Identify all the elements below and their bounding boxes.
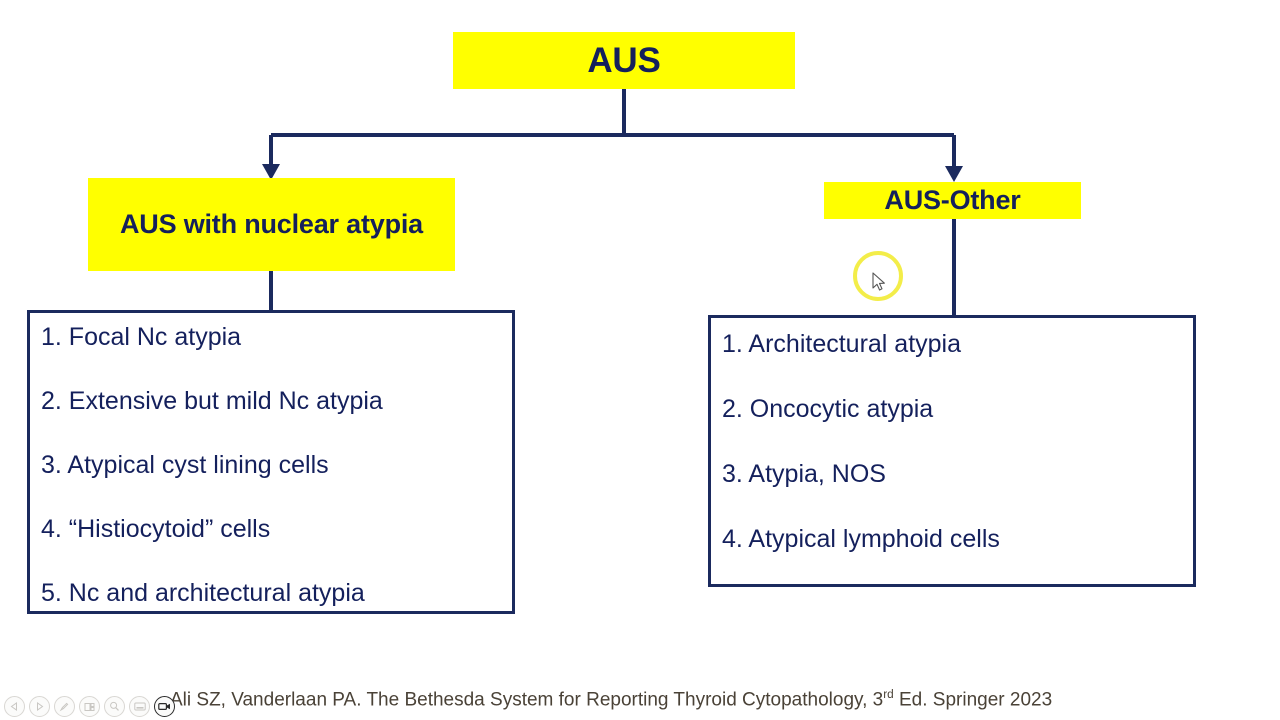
record-button[interactable]: [154, 696, 175, 717]
slide-grid-button[interactable]: [79, 696, 100, 717]
click-highlight-ring: [853, 251, 903, 301]
triangle-right-icon: [37, 702, 44, 711]
list-item: 1. Focal Nc atypia: [41, 323, 242, 351]
node-aus-other: AUS-Other: [824, 182, 1081, 219]
citation-main: Ali SZ, Vanderlaan PA. The Bethesda Syst…: [170, 689, 884, 711]
grid-icon: [84, 702, 95, 711]
mouse-cursor: [872, 272, 885, 291]
list-item: 5. Nc and architectural atypia: [41, 579, 365, 607]
list-item: 2. Oncocytic atypia: [722, 395, 934, 423]
subtitles-icon: [133, 702, 146, 711]
previous-slide-button[interactable]: [4, 696, 25, 717]
left-list-box: 1. Focal Nc atypia 2. Extensive but mild…: [27, 310, 515, 614]
pen-icon: [59, 702, 69, 712]
presentation-toolbar: [4, 696, 175, 717]
pen-tool-button[interactable]: [54, 696, 75, 717]
citation-superscript: rd: [883, 688, 894, 701]
subtitles-button[interactable]: [129, 696, 150, 717]
magnifier-icon: [110, 701, 119, 711]
node-aus: AUS: [453, 32, 795, 89]
next-slide-button[interactable]: [29, 696, 50, 717]
citation-tail: Ed. Springer 2023: [893, 689, 1053, 711]
zoom-button[interactable]: [104, 696, 125, 717]
list-item: 2. Extensive but mild Nc atypia: [41, 387, 383, 415]
list-item: 3. Atypical cyst lining cells: [41, 451, 329, 479]
triangle-left-icon: [10, 702, 17, 711]
list-item: 1. Architectural atypia: [722, 330, 962, 358]
list-item: 4. “Histiocytoid” cells: [41, 515, 271, 543]
node-aus-with-nuclear-atypia: AUS with nuclear atypia: [88, 178, 455, 271]
citation-text: Ali SZ, Vanderlaan PA. The Bethesda Syst…: [170, 688, 1052, 711]
connector-right-arrowhead: [945, 166, 963, 182]
list-item: 3. Atypia, NOS: [722, 460, 886, 488]
list-item: 4. Atypical lymphoid cells: [722, 525, 1000, 553]
video-camera-icon: [158, 703, 170, 711]
right-list-box: 1. Architectural atypia 2. Oncocytic aty…: [708, 315, 1196, 587]
